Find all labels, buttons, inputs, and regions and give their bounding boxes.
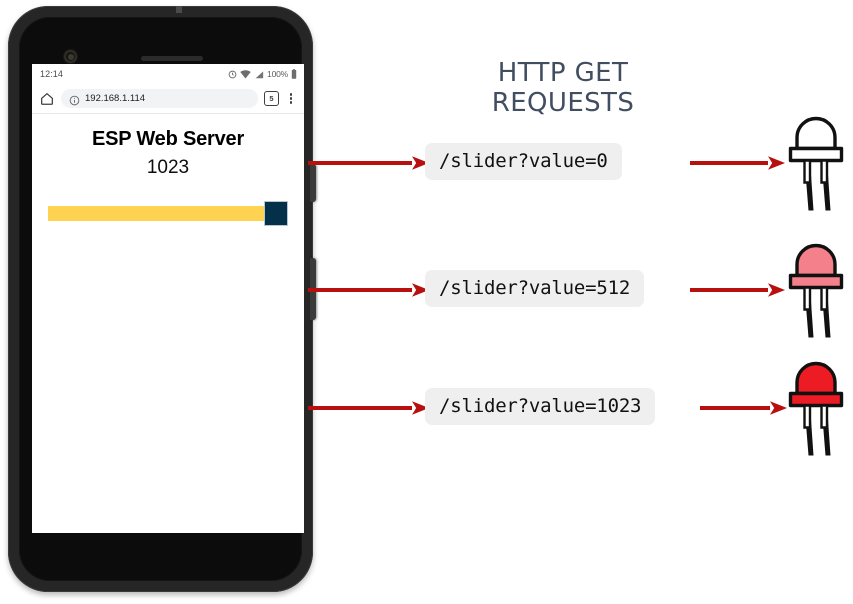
- battery-icon: [291, 69, 297, 79]
- address-bar[interactable]: 192.168.1.114: [61, 89, 258, 108]
- info-circle-icon[interactable]: [69, 93, 80, 106]
- request-label: /slider?value=1023: [425, 388, 656, 425]
- earpiece-speaker: [141, 56, 203, 61]
- arrow-phone-to-request-icon: [308, 400, 430, 416]
- arrow-request-to-led-icon: [690, 282, 786, 298]
- request-row: /slider?value=512: [300, 243, 853, 338]
- status-icon-group: 100%: [228, 69, 297, 79]
- signal-icon: [254, 69, 264, 79]
- tab-counter-button[interactable]: 5: [264, 91, 279, 106]
- arrow-phone-to-request-icon: [308, 155, 430, 171]
- request-row: /slider?value=1023: [300, 361, 853, 456]
- url-text: 192.168.1.114: [85, 93, 146, 104]
- slider-track[interactable]: [48, 206, 288, 221]
- status-clock: 12:14: [40, 69, 64, 79]
- front-camera-icon: [64, 50, 77, 63]
- smartphone-mockup: 12:14: [8, 6, 316, 592]
- battery-percent-label: 100%: [267, 69, 288, 79]
- page-title: ESP Web Server: [91, 128, 245, 150]
- slider-value-readout: 1023: [146, 157, 190, 178]
- arrow-request-to-led-icon: [690, 155, 786, 171]
- overflow-menu-icon[interactable]: [285, 92, 297, 106]
- arrow-request-to-led-icon: [700, 400, 788, 416]
- alarm-icon: [228, 70, 237, 79]
- power-button[interactable]: [310, 164, 316, 202]
- led-off-icon: [788, 111, 844, 215]
- phone-antenna-nub: [176, 6, 182, 13]
- request-row: /slider?value=0: [300, 116, 853, 211]
- phone-screen: 12:14: [32, 64, 304, 533]
- arrow-phone-to-request-icon: [308, 282, 430, 298]
- browser-toolbar: 192.168.1.114 5: [32, 84, 304, 114]
- status-bar: 12:14: [32, 64, 304, 84]
- wifi-icon: [240, 69, 251, 79]
- home-icon[interactable]: [39, 91, 55, 107]
- diagram-title: HTTP GET REQUESTS: [491, 58, 635, 118]
- pwm-slider[interactable]: [48, 201, 288, 226]
- led-full-icon: [788, 356, 844, 460]
- request-label: /slider?value=0: [425, 143, 622, 180]
- web-page-body: ESP Web Server 1023: [32, 114, 304, 533]
- slider-thumb[interactable]: [264, 201, 288, 226]
- request-label: /slider?value=512: [425, 270, 645, 307]
- led-half-icon: [788, 238, 844, 342]
